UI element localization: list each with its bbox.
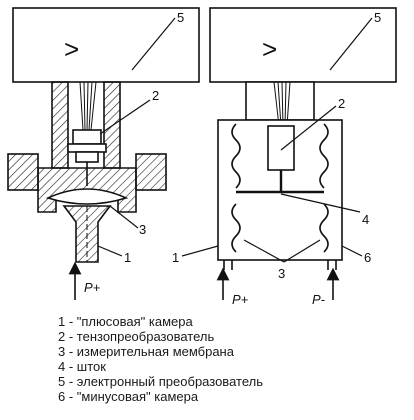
right-electronic-box [209, 7, 397, 83]
left-housing-tube [51, 81, 69, 169]
left-callout-3: 3 [139, 222, 146, 237]
right-bellows-left [231, 123, 241, 253]
right-wires [273, 81, 291, 127]
left-box-symbol: > [64, 34, 79, 64]
left-flange-right [135, 153, 167, 191]
right-callout-6: 6 [364, 250, 371, 265]
legend-item: 2 - тензопреобразователь [58, 329, 215, 344]
right-pressure-plus-label: P+ [232, 292, 249, 307]
right-pressure-minus-label: P- [312, 292, 326, 307]
legend-item: 5 - электронный преобразователь [58, 374, 263, 389]
left-membrane [45, 188, 129, 205]
left-box-label: 5 [177, 10, 184, 25]
right-callout-3: 3 [278, 266, 285, 281]
left-housing-tube-right [103, 81, 121, 169]
right-callout-2: 2 [338, 96, 345, 111]
left-pressure-label: P+ [84, 280, 101, 295]
left-flange-left [7, 153, 39, 191]
right-box-symbol: > [262, 34, 277, 64]
legend-item: 3 - измерительная мембрана [58, 344, 234, 359]
right-bellows-right [319, 123, 329, 253]
left-wires [79, 81, 97, 131]
right-box-label: 5 [374, 10, 381, 25]
legend-item: 4 - шток [58, 359, 106, 374]
legend-item: 1 - "плюсовая" камера [58, 314, 193, 329]
legend: 1 - "плюсовая" камера 2 - тензопреобразо… [58, 314, 408, 404]
left-callout-2: 2 [152, 88, 159, 103]
left-callout-1: 1 [124, 250, 131, 265]
left-strain-gauge [72, 129, 102, 145]
right-strain-gauge [267, 125, 295, 171]
right-callout-4: 4 [362, 212, 369, 227]
legend-item: 6 - "минусовая" камера [58, 389, 199, 404]
right-sensor [181, 7, 397, 300]
left-sensor [7, 7, 200, 300]
left-electronic-box [12, 7, 200, 83]
right-callout-1: 1 [172, 250, 179, 265]
